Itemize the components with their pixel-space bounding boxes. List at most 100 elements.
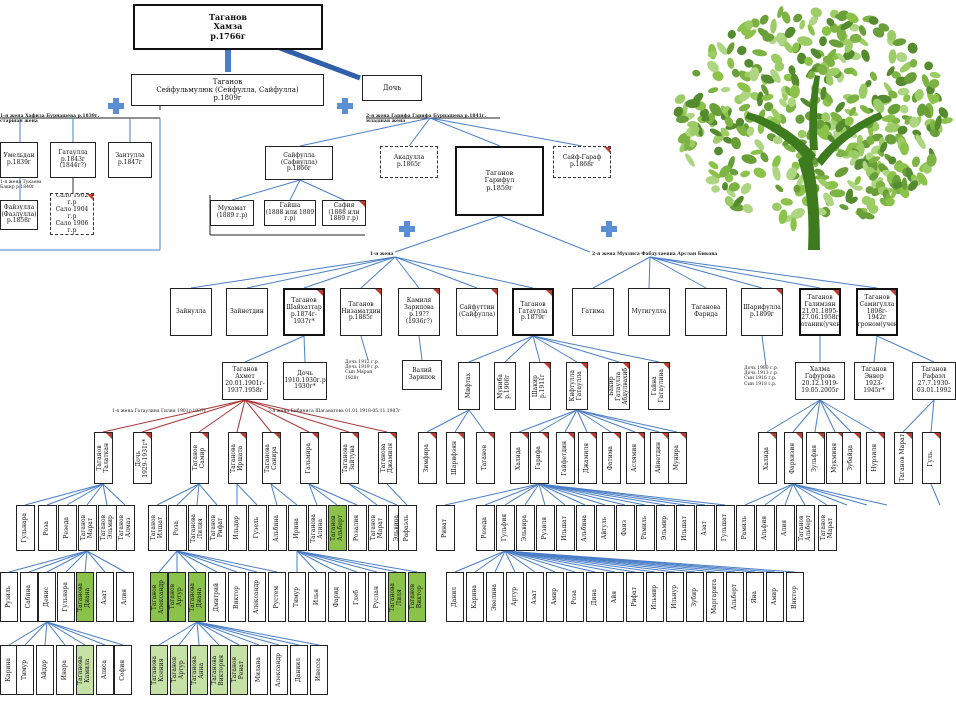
connector-line (532, 335, 541, 363)
level7-person-box: Таганова Диана (76, 572, 94, 622)
leaf-shape (929, 120, 936, 130)
leaf-shape (849, 23, 860, 32)
level8-person-box-label: Таганова Анна (191, 655, 205, 685)
leaf-shape (740, 170, 750, 178)
leaf-shape (756, 91, 764, 107)
root-person-box: Таганов Хамза р.1766г (133, 4, 323, 50)
leaf-shape (720, 86, 731, 93)
level7-person-box-label: Руслан (372, 585, 380, 609)
level3-person-box: Таганов Галимзян 21.01.1895- 27.06.1958г… (799, 288, 841, 336)
connector-line (66, 483, 104, 506)
level6-person-box-label: Таганов Марат (79, 515, 94, 541)
leaf-shape (885, 197, 895, 207)
level7-person-box: Виктор (786, 572, 804, 622)
plus-icon (399, 221, 415, 237)
gataulla-child-box: Муниба р.1906г (494, 362, 516, 410)
level8-person-box-label: Тимур (20, 659, 28, 681)
level6-person-box-label: Алия (781, 519, 789, 537)
level5-person-box-label: Джамиля (583, 442, 591, 474)
leaf-shape (818, 178, 830, 188)
leaf-shape (733, 195, 744, 208)
wife1-level3-caption: 1-я жена (370, 252, 394, 257)
level5-person-box: Фархизия (784, 432, 803, 484)
level7-person-box-label: Рузиль (4, 586, 12, 608)
leaf-shape (724, 173, 734, 183)
leaf-shape (901, 177, 908, 190)
connector-line (296, 550, 338, 573)
level6-person-box-label: Фаиз (621, 520, 629, 536)
leaf-shape (761, 74, 775, 84)
leaf-shape (792, 42, 800, 53)
connector-line (426, 409, 470, 433)
leaf-shape (922, 163, 932, 174)
leaf-shape (886, 66, 895, 77)
leaf-shape (856, 208, 866, 220)
leaf-shape (708, 169, 721, 179)
level6-person-box: Резеда (476, 505, 495, 551)
leaf-shape (904, 72, 917, 84)
level7-person-box-label: Маргарита (710, 579, 718, 615)
level5-person-box-label: Фархизия (789, 442, 797, 474)
leaf-shape (888, 156, 897, 165)
connector-line (196, 621, 320, 646)
connector-line (819, 399, 876, 433)
level8-person-box: Алиса (96, 645, 114, 695)
connector-line (504, 483, 540, 506)
connector-line (86, 550, 106, 573)
connector-line (532, 335, 578, 363)
gataulla-elder-box: Гатаулла р.1843г (1844г?) (50, 142, 96, 178)
connector-line (296, 550, 418, 573)
leaf-shape (701, 115, 710, 122)
level7-person-box: Гульнара (57, 572, 75, 622)
level6-person-box-label: Айгуль (601, 516, 609, 540)
leaf-shape (891, 71, 901, 79)
seyfulmuluk-box: Таганов Сейфульмулюк (Сейфулла, Сайфулла… (131, 74, 324, 106)
level7-person-box: Рифат (626, 572, 644, 622)
leaf-shape (673, 106, 684, 117)
connector-line (158, 621, 198, 646)
leaf-shape (791, 73, 800, 88)
connector-line (46, 550, 88, 573)
leaf-shape (848, 150, 860, 159)
connector-line (429, 117, 501, 147)
leaf-shape (744, 29, 757, 40)
leaf-shape (719, 165, 731, 178)
level6-person-box: Ильшат (676, 505, 695, 551)
connector-line (394, 256, 534, 289)
level6-person-box: Таганова Лилия (188, 505, 207, 551)
level7-person-box: Виктор (228, 572, 246, 622)
leaf-shape (790, 208, 805, 219)
leaf-shape (790, 217, 797, 232)
level7-person-box-label: Эвелина (490, 583, 498, 611)
level5-person-box-label: Мукминя (831, 443, 839, 473)
level6-person-box-label: Рамиль (641, 516, 649, 540)
level5-person-box: Таганова Зайтуна (340, 432, 359, 484)
leaf-shape (699, 108, 709, 118)
connector-line (44, 621, 48, 646)
level6-person-box-label: Резеда (63, 517, 71, 539)
connector-line (649, 256, 821, 289)
level5-person-box: Таганова Иршата (228, 432, 247, 484)
leaf-shape (845, 142, 853, 157)
level5-person-box-label: Таганов Талаткан (95, 443, 110, 473)
level8-person-box: Тимур (16, 645, 34, 695)
leaf-shape (804, 56, 813, 66)
leaf-shape (914, 89, 924, 101)
faizulla-note: 1-я жена Тукаева Бакир р.1840г (0, 180, 42, 191)
leaf-shape (825, 48, 837, 62)
leaf-shape (744, 59, 754, 68)
leaf-shape (873, 98, 885, 113)
leaf-shape (868, 204, 879, 214)
level6-person-box-label: Ирина (293, 517, 301, 539)
level8-person-box-label: Таганов Ренат (231, 657, 245, 683)
connector-line (902, 399, 935, 433)
leaf-shape (888, 49, 897, 64)
leaf-shape (884, 134, 897, 145)
connector-line (532, 335, 660, 363)
level3-person-box: Зайнулла (170, 288, 212, 336)
leaf-shape (909, 116, 919, 128)
connector-line (792, 483, 828, 506)
leaf-shape (797, 129, 807, 139)
level6-person-box: Таганов Альберт (328, 505, 347, 551)
connector-line (792, 483, 888, 506)
